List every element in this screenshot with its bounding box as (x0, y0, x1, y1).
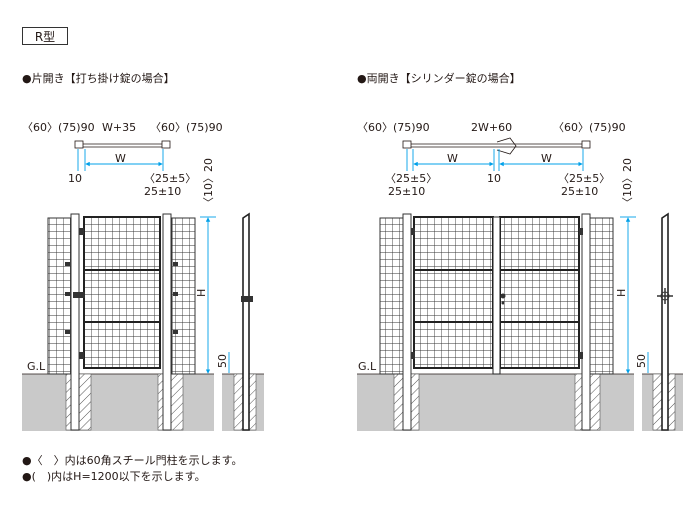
right-center-stile (492, 216, 501, 375)
type-label: R型 (22, 27, 68, 45)
right-dim-50: 50 (635, 354, 648, 368)
right-fence-panel-right (589, 217, 614, 375)
right-dim-top-left: 〈60〉(75)90 (357, 121, 430, 134)
left-dim-gap-b: 25±10 (144, 185, 181, 198)
note-line-1: ●〈 〉内は60角スチール門柱を示します。 (22, 454, 243, 467)
right-post-left (402, 213, 412, 431)
right-plan-post-right (581, 140, 591, 149)
left-fence-panel-right (171, 217, 196, 375)
right-plan-lock (496, 137, 517, 155)
right-plan-post-left (402, 140, 412, 149)
left-diagram: 〈60〉(75)90 W+35 〈60〉(75)90 W 10 〈25±5〉 2… (22, 121, 264, 431)
left-gl-label: G.L (27, 360, 46, 373)
right-dim-w2: W (541, 152, 552, 165)
right-dim-top-gap: 〈10〉20 (621, 158, 634, 208)
left-dim-top-center: W+35 (102, 121, 136, 134)
right-dim-w1: W (447, 152, 458, 165)
right-dim-top-center: 2W+60 (471, 121, 512, 134)
left-hinge-top (79, 228, 84, 235)
left-heading: ●片開き【打ち掛け錠の場合】 (22, 72, 175, 85)
left-gate-leaf (83, 216, 161, 369)
left-hinge-bottom (79, 352, 84, 359)
left-dim-top-right: 〈60〉(75)90 (150, 121, 223, 134)
left-plan-post-left (74, 140, 84, 149)
left-dim-w: W (115, 152, 126, 165)
right-gate-leaf-left (413, 216, 494, 369)
right-dim-gap-left-b: 25±10 (388, 185, 425, 198)
right-gate-leaf-right (499, 216, 580, 369)
left-ground (22, 374, 214, 431)
left-dim-h: H (195, 289, 208, 297)
right-side-view-post (661, 212, 669, 431)
right-diagram: 〈60〉(75)90 2W+60 〈60〉(75)90 W W 〈25±5〉 2… (357, 121, 683, 431)
left-dim-top-gap: 〈10〉20 (202, 158, 215, 208)
left-latch (73, 292, 85, 298)
right-heading: ●両開き【シリンダー錠の場合】 (357, 72, 521, 85)
right-dim-h: H (615, 289, 628, 297)
right-cylinder-lock (500, 293, 506, 299)
left-side-view-post (242, 212, 250, 431)
right-dim-gap-right-a: 〈25±5〉 (558, 172, 610, 185)
left-dim-10: 10 (68, 172, 82, 185)
left-dim-top-left: 〈60〉(75)90 (22, 121, 95, 134)
left-dim-50: 50 (216, 354, 229, 368)
right-dim-gap-left-a: 〈25±5〉 (385, 172, 437, 185)
left-dim-gap-a: 〈25±5〉 (144, 172, 196, 185)
right-post-right (581, 213, 591, 431)
left-plan-post-right (161, 140, 171, 149)
right-fence-panel-left (379, 217, 404, 375)
right-dim-top-right: 〈60〉(75)90 (553, 121, 626, 134)
left-post-right (162, 213, 172, 431)
right-gl-label: G.L (358, 360, 377, 373)
right-dim-10: 10 (487, 172, 501, 185)
note-line-2: ●( )内はH=1200以下を示します。 (22, 470, 206, 483)
right-dim-gap-right-b: 25±10 (561, 185, 598, 198)
left-post-left (70, 213, 80, 431)
